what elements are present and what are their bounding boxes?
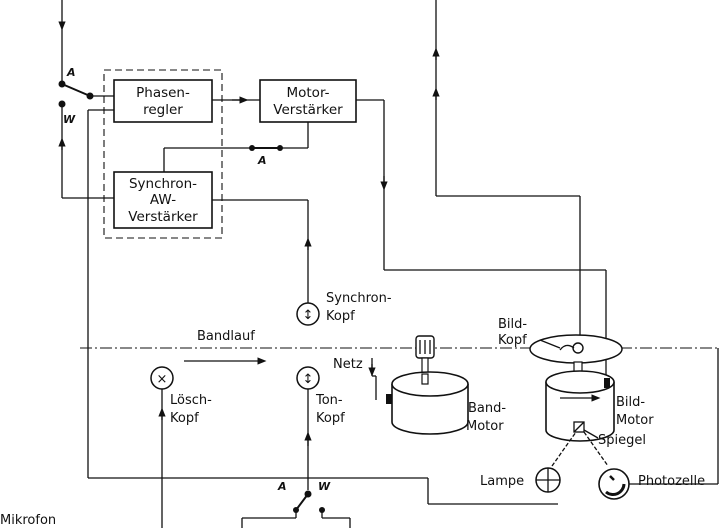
photozelle-label: Photozelle <box>638 474 705 489</box>
ton-kopf-glyph: ↕ <box>303 372 314 387</box>
photozelle-ray <box>583 431 609 467</box>
spiegel-label: Spiegel <box>598 433 646 448</box>
bild-motor-label-1: Bild- <box>616 395 645 410</box>
netz-label: Netz <box>333 357 363 372</box>
photozelle-cathode <box>605 483 626 497</box>
band-motor-label-2: Motor <box>466 419 504 434</box>
switch-a-bottom-label: A <box>277 480 287 493</box>
band-motor-label-1: Band- <box>468 401 506 416</box>
switch-a-top-label: A <box>66 66 76 79</box>
switch-a-top-blade <box>61 83 91 97</box>
bild-motor-label-2: Motor <box>616 413 654 428</box>
bild-kopf-label-1: Bild- <box>498 317 527 332</box>
loesch-kopf-label-1: Lösch- <box>170 393 212 408</box>
bild-kopf-pointer <box>539 339 561 349</box>
switch-w-bottom-label: W <box>318 480 331 493</box>
synchron-kopf-label-2: Kopf <box>326 309 355 324</box>
band-motor-top <box>391 371 469 397</box>
switch-w-top-label: W <box>63 113 76 126</box>
switch-a-mid-label: A <box>257 154 267 167</box>
synchron-amp-label-2: AW- <box>150 192 176 208</box>
spiegel-diagonal <box>573 421 585 433</box>
bild-kopf-label-2: Kopf <box>498 333 527 348</box>
phasenregler-label-2: regler <box>143 102 183 118</box>
lampe-label: Lampe <box>480 474 524 489</box>
synchron-kopf-glyph: ↕ <box>303 308 314 323</box>
motor-verstaerker-label-1: Motor- <box>286 85 329 101</box>
bild-kopf-hub <box>572 342 584 354</box>
ton-kopf-label-1: Ton- <box>315 393 343 408</box>
band-motor-terminal <box>386 394 392 404</box>
ton-kopf-label-2: Kopf <box>316 411 345 426</box>
spiegel-pointer <box>583 429 599 439</box>
synchron-kopf-symbol <box>296 302 320 326</box>
photozelle-anode <box>609 475 615 481</box>
lamp-ray <box>551 431 577 467</box>
bild-motor-terminal <box>604 378 610 388</box>
phasenregler-label-1: Phasen- <box>136 85 190 101</box>
bild-kopf-loop <box>559 344 575 351</box>
dashed-enclosure <box>103 69 223 239</box>
synchron-kopf-label-1: Synchron- <box>326 291 392 306</box>
band-motor-shaft-lower <box>421 373 429 385</box>
mikrofon-label: Mikrofon <box>0 513 56 528</box>
phasenregler-box <box>113 79 213 123</box>
loesch-kopf-glyph: × <box>157 372 168 387</box>
motor-verstaerker-label-2: Verstärker <box>273 102 343 118</box>
bandlauf-label: Bandlauf <box>197 329 255 344</box>
synchron-amp-label-1: Synchron- <box>129 176 197 192</box>
bild-motor-top <box>545 370 615 394</box>
loesch-kopf-label-2: Kopf <box>170 411 199 426</box>
synchron-amp-label-3: Verstärker <box>128 209 198 225</box>
switch-bottom-blade <box>295 493 309 511</box>
band-motor-body <box>391 384 469 435</box>
